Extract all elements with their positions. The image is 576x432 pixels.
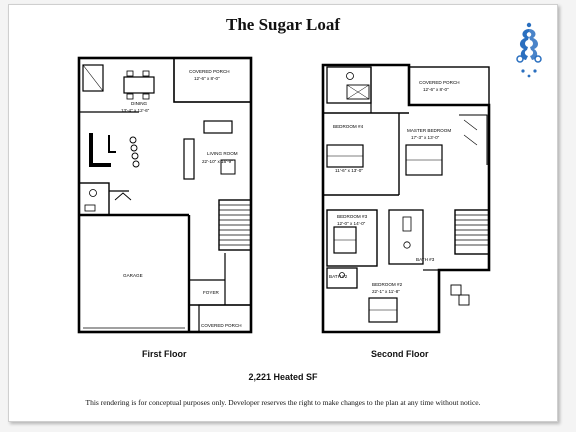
room-name: COVERED PORCH — [419, 80, 460, 85]
room-size: 11'-6" x 13'-0" — [335, 168, 363, 173]
first-floor-label: First Floor — [142, 349, 187, 359]
room-size: 12'-6" x 8'-0" — [423, 87, 449, 92]
room-size: 17'-3" x 13'-0" — [411, 135, 440, 140]
room-size: 22'-1" x 11'-8" — [372, 289, 400, 294]
room-name: BATH #2 — [329, 274, 348, 279]
room-name: LIVING ROOM — [207, 151, 238, 156]
second-floor-room-labels: COVERED PORCH 12'-6" x 8'-0" BEDROOM #4 … — [329, 80, 460, 294]
room-name: MASTER BEDROOM — [407, 128, 451, 133]
second-floor-stairs — [454, 209, 490, 255]
second-floor-label: Second Floor — [371, 349, 429, 359]
room-name: BATH #3 — [416, 257, 435, 262]
covered-porch-second — [408, 66, 490, 106]
room-name: BEDROOM #3 — [337, 214, 368, 219]
first-floor-stairs — [218, 199, 252, 251]
room-size: 22'-10" x 16'-9" — [202, 159, 233, 164]
room-name: GARAGE — [123, 273, 143, 278]
first-floor-plan — [77, 56, 253, 334]
swirl-logo-shape — [516, 22, 542, 78]
room-size: 12'-6" x 8'-0" — [194, 76, 220, 81]
floor-plans-drawing: DINING 13'-4" x 12'-6" COVERED PORCH 12'… — [77, 56, 491, 334]
second-floor-plan — [321, 63, 491, 334]
floor-plan-sheet: The Sugar Loaf — [8, 4, 558, 422]
disclaimer-note: This rendering is for conceptual purpose… — [85, 398, 481, 407]
room-name: BEDROOM #4 — [333, 124, 364, 129]
covered-porch-rear — [173, 57, 252, 103]
room-name: COVERED PORCH — [189, 69, 230, 74]
room-name: FOYER — [203, 290, 220, 295]
swirl-logo-icon — [516, 22, 542, 78]
first-floor-room-labels: DINING 13'-4" x 12'-6" COVERED PORCH 12'… — [121, 69, 242, 328]
room-name: BEDROOM #2 — [372, 282, 403, 287]
heated-sf-label: 2,221 Heated SF — [248, 372, 318, 382]
living-sofa — [183, 138, 195, 180]
covered-porch-front — [198, 304, 252, 333]
dining-table — [123, 76, 155, 94]
room-name: COVERED PORCH — [201, 323, 242, 328]
room-size: 13'-4" x 12'-6" — [121, 108, 150, 113]
room-name: DINING — [131, 101, 148, 106]
room-size: 12'-0" x 14'-0" — [337, 221, 366, 226]
plan-title: The Sugar Loaf — [226, 15, 340, 34]
